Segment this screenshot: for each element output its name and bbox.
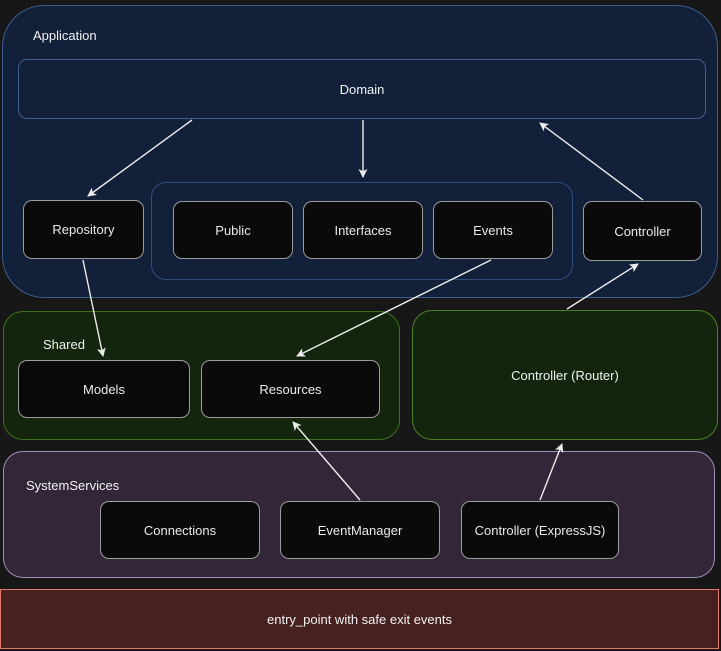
- entry-point-bar: entry_point with safe exit events: [0, 589, 719, 649]
- domain-label: Domain: [339, 81, 385, 97]
- node-controller: Controller: [583, 201, 702, 261]
- application-label: Application: [33, 28, 97, 43]
- node-domain: Domain: [18, 59, 706, 119]
- interfaces-label: Interfaces: [334, 222, 392, 238]
- entry-point-label: entry_point with safe exit events: [267, 611, 452, 627]
- node-repository: Repository: [23, 200, 144, 259]
- models-label: Models: [83, 381, 125, 397]
- public-label: Public: [215, 222, 251, 238]
- node-interfaces: Interfaces: [303, 201, 423, 259]
- connections-label: Connections: [143, 522, 217, 538]
- node-resources: Resources: [201, 360, 380, 418]
- node-events: Events: [433, 201, 553, 259]
- node-models: Models: [18, 360, 190, 418]
- controller-expressjs-label: Controller (ExpressJS): [474, 522, 606, 538]
- controller-router-label: Controller (Router): [511, 367, 619, 383]
- node-public: Public: [173, 201, 293, 259]
- events-label: Events: [473, 222, 513, 238]
- node-controller-router: Controller (Router): [412, 310, 718, 440]
- controller-label: Controller: [614, 223, 671, 239]
- shared-label: Shared: [43, 337, 85, 352]
- event-manager-label: EventManager: [317, 522, 403, 538]
- repository-label: Repository: [52, 222, 115, 237]
- system-services-label: SystemServices: [26, 478, 120, 493]
- node-event-manager: EventManager: [280, 501, 440, 559]
- node-connections: Connections: [100, 501, 260, 559]
- node-controller-expressjs: Controller (ExpressJS): [461, 501, 619, 559]
- resources-label: Resources: [259, 381, 322, 397]
